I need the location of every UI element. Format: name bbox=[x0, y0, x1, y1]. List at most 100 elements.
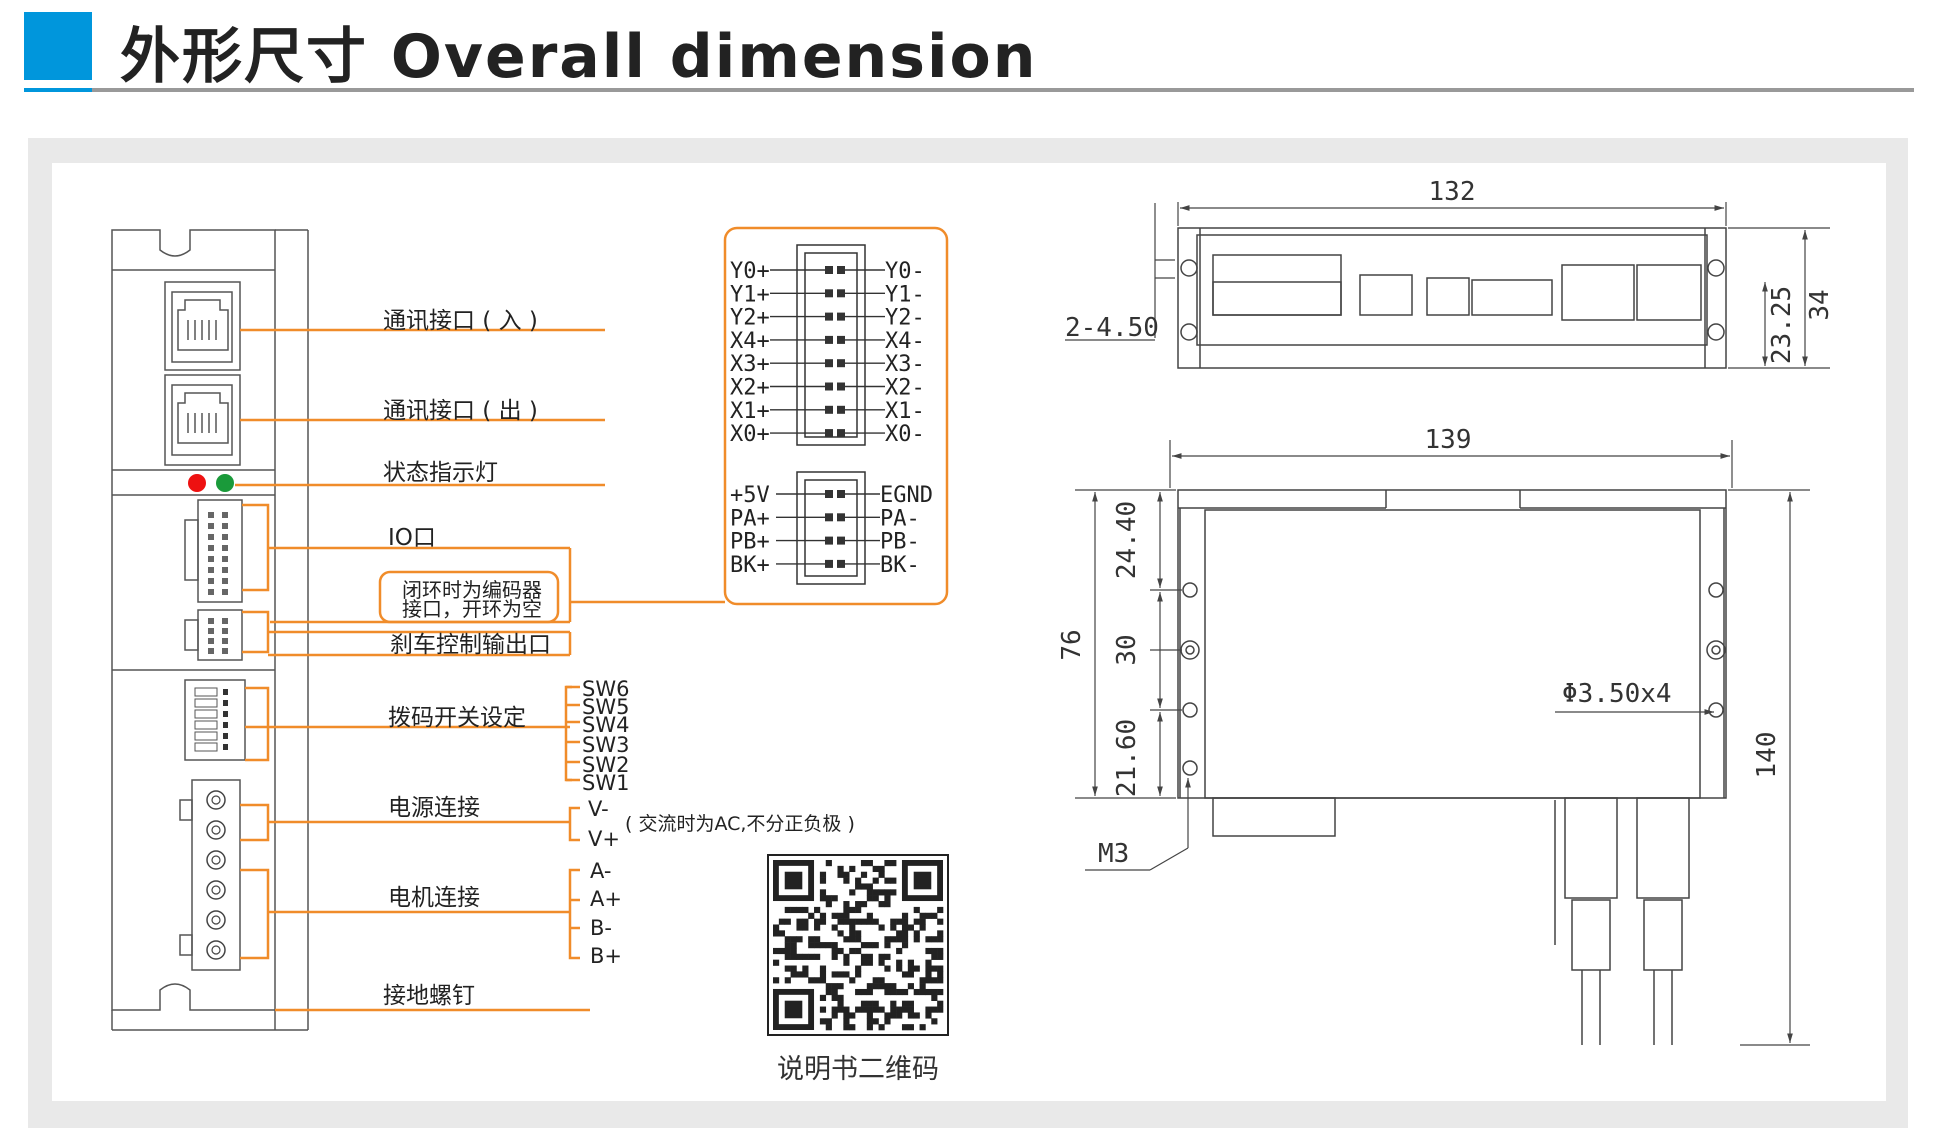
dip-switch bbox=[194, 687, 218, 697]
enc-pin-label-left: PB+ bbox=[730, 530, 770, 555]
pin-label-right: X4- bbox=[885, 329, 925, 354]
pin-label-right: X1- bbox=[885, 399, 925, 424]
motor-pin-aplus: A+ bbox=[590, 887, 622, 911]
io-pin bbox=[208, 589, 214, 595]
enc-pin-label-left: BK+ bbox=[730, 553, 770, 578]
pin bbox=[837, 405, 845, 414]
dim-holes-diam: Φ3.50x4 bbox=[1562, 679, 1672, 709]
label-power: 电源连接 bbox=[388, 795, 480, 821]
dim-screw: M3 bbox=[1098, 839, 1129, 869]
pin bbox=[837, 513, 845, 522]
sw-label: SW3 bbox=[582, 733, 629, 757]
io-pin bbox=[222, 534, 228, 540]
io-pin bbox=[222, 556, 228, 562]
label-io-port: IO口 bbox=[388, 525, 436, 551]
pin-label-left: X2+ bbox=[730, 376, 770, 401]
pin bbox=[837, 289, 845, 298]
label-dip-switch: 拨码开关设定 bbox=[388, 705, 526, 731]
sw-label: SW5 bbox=[582, 695, 629, 719]
dip-switch bbox=[194, 709, 218, 719]
dim-length: 140 bbox=[1752, 732, 1782, 779]
label-motor: 电机连接 bbox=[388, 885, 480, 911]
dim-d1: 24.40 bbox=[1112, 501, 1142, 579]
pin bbox=[825, 335, 833, 344]
bottom-view-dimensions bbox=[1075, 440, 1810, 1046]
io-pins bbox=[208, 512, 228, 654]
dip-switch bbox=[194, 720, 218, 730]
io-pin bbox=[208, 578, 214, 584]
power-pin-vplus: V+ bbox=[588, 827, 620, 851]
pin bbox=[825, 559, 833, 568]
label-ground: 接地螺钉 bbox=[383, 983, 475, 1009]
terminal-screw bbox=[206, 940, 226, 960]
dim-left: 76 bbox=[1057, 629, 1087, 660]
terminal-screw-head bbox=[211, 945, 221, 955]
label-brake-output: 刹车控制输出口 bbox=[390, 632, 551, 658]
dip-switch-bank bbox=[194, 687, 228, 752]
dip-switch-marker bbox=[223, 733, 228, 739]
motor-pin-bplus: B+ bbox=[590, 944, 622, 968]
pin bbox=[825, 429, 833, 438]
io-pin bbox=[208, 567, 214, 573]
pin bbox=[825, 312, 833, 321]
terminal-screws bbox=[206, 790, 226, 960]
enc-pin-label-right: PB- bbox=[880, 530, 920, 555]
pin-label-right: X2- bbox=[885, 376, 925, 401]
io-pin bbox=[208, 534, 214, 540]
leader-lines bbox=[235, 226, 949, 1012]
qr-code bbox=[767, 854, 949, 1036]
terminal-screw bbox=[206, 820, 226, 840]
io-pin bbox=[222, 545, 228, 551]
terminal-screw bbox=[206, 790, 226, 810]
power-pin-vminus: V- bbox=[588, 797, 609, 821]
dip-switch-marker bbox=[223, 689, 228, 695]
pin bbox=[825, 405, 833, 414]
io-pin bbox=[208, 545, 214, 551]
sw-label: SW6 bbox=[582, 677, 629, 701]
enc-pin bbox=[208, 618, 214, 624]
io-pin bbox=[222, 589, 228, 595]
motor-pin-bminus: B- bbox=[590, 916, 612, 940]
dim-d3: 21.60 bbox=[1112, 719, 1142, 797]
label-encoder-note-2: 接口，开环为空 bbox=[402, 597, 542, 621]
label-comm-out: 通讯接口 ( 出 ) bbox=[383, 398, 538, 424]
status-led-red bbox=[188, 474, 206, 492]
pin-label-left: Y2+ bbox=[730, 306, 770, 331]
sw-label: SW4 bbox=[582, 713, 629, 737]
sw-label: SW2 bbox=[582, 753, 629, 777]
dim-bottom-width: 139 bbox=[1425, 425, 1472, 455]
sw-label: SW1 bbox=[582, 771, 629, 795]
enc-pin bbox=[222, 638, 228, 644]
label-encoder-note-1: 闭环时为编码器 bbox=[402, 578, 542, 602]
pin-label-right: X3- bbox=[885, 352, 925, 377]
pin-label-left: X0+ bbox=[730, 422, 770, 447]
pin bbox=[837, 335, 845, 344]
page-title: 外形尺寸 Overall dimension bbox=[120, 22, 1038, 92]
terminal-screw-head bbox=[211, 795, 221, 805]
pin bbox=[837, 429, 845, 438]
dip-switch-marker bbox=[223, 711, 228, 717]
dim-height-inner: 23.25 bbox=[1767, 286, 1797, 364]
label-status-led: 状态指示灯 bbox=[383, 460, 498, 486]
header-accent-square bbox=[24, 12, 92, 80]
dim-height-total: 34 bbox=[1805, 289, 1835, 320]
pin bbox=[825, 359, 833, 368]
io-pin bbox=[208, 523, 214, 529]
dim-d2: 30 bbox=[1112, 634, 1142, 665]
pin bbox=[837, 490, 845, 498]
terminal-screw bbox=[206, 910, 226, 930]
enc-pin-label-right: BK- bbox=[880, 553, 920, 578]
pin-label-left: X1+ bbox=[730, 399, 770, 424]
enc-pin-label-right: EGND bbox=[880, 483, 933, 508]
motor-pin-aminus: A- bbox=[590, 859, 611, 883]
pin bbox=[825, 490, 833, 498]
header-divider-accent bbox=[24, 88, 92, 92]
io-pin bbox=[222, 523, 228, 529]
pin-label-right: X0- bbox=[885, 422, 925, 447]
io-pin bbox=[208, 512, 214, 518]
pin bbox=[837, 382, 845, 391]
pin bbox=[837, 536, 845, 545]
enc-pin bbox=[208, 648, 214, 654]
io-pin bbox=[222, 512, 228, 518]
